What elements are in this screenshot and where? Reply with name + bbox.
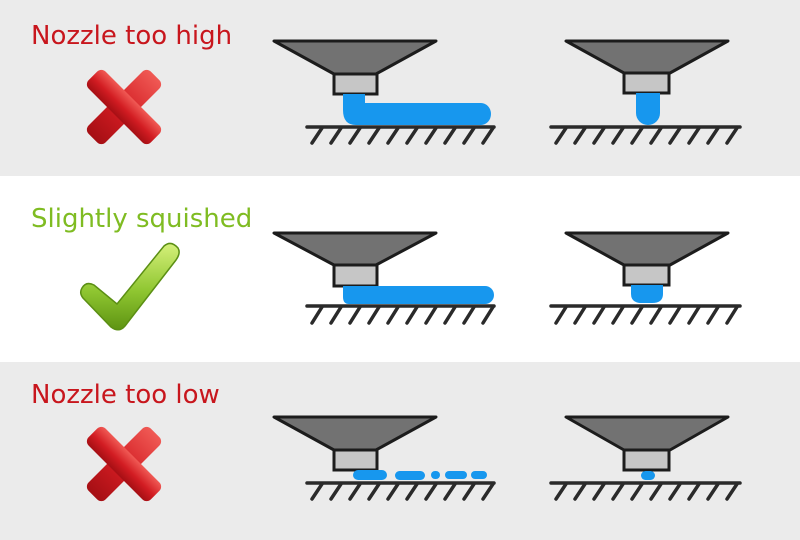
green-check-icon xyxy=(79,242,180,331)
nozzle-tip xyxy=(332,448,379,472)
nozzle-tip xyxy=(622,263,671,287)
nozzle-body xyxy=(564,415,730,452)
row-label: Nozzle too high xyxy=(31,21,233,51)
nozzle-body xyxy=(272,231,438,267)
filament-bead xyxy=(343,94,491,125)
filament-bead xyxy=(636,93,660,125)
slightly-squished-diagram xyxy=(272,231,742,325)
row-slightly-squished: Slightly squished xyxy=(0,176,800,362)
nozzle-side-view xyxy=(272,39,496,145)
nozzle-too-high-diagram xyxy=(272,39,742,145)
row-label: Nozzle too low xyxy=(31,380,220,410)
row-nozzle-too-low: Nozzle too low xyxy=(0,362,800,540)
red-x-icon xyxy=(86,426,162,502)
nozzle-front-view xyxy=(549,415,742,501)
nozzle-body xyxy=(564,39,730,75)
filament-bead xyxy=(343,286,494,304)
print-bed xyxy=(549,481,742,501)
filament-bead xyxy=(631,285,663,303)
nozzle-tip xyxy=(332,263,379,288)
print-bed xyxy=(305,304,496,325)
nozzle-side-view xyxy=(272,231,496,325)
filament-fragments xyxy=(353,470,487,480)
nozzle-too-low-diagram xyxy=(272,415,742,501)
nozzle-tip xyxy=(332,72,379,96)
nozzle-side-view xyxy=(272,415,496,501)
nozzle-body xyxy=(272,415,438,452)
nozzle-front-view xyxy=(549,231,742,325)
print-bed xyxy=(305,481,496,501)
nozzle-front-view xyxy=(549,39,742,145)
filament-bead xyxy=(641,471,655,480)
nozzle-tip xyxy=(622,448,671,472)
row-label: Slightly squished xyxy=(31,204,253,234)
nozzle-body xyxy=(272,39,438,76)
row-nozzle-too-high: Nozzle too high xyxy=(0,0,800,176)
print-bed xyxy=(305,125,496,145)
red-x-icon xyxy=(86,69,162,145)
print-bed xyxy=(549,304,742,325)
print-bed xyxy=(549,125,742,145)
nozzle-tip xyxy=(622,71,671,95)
nozzle-body xyxy=(564,231,730,267)
